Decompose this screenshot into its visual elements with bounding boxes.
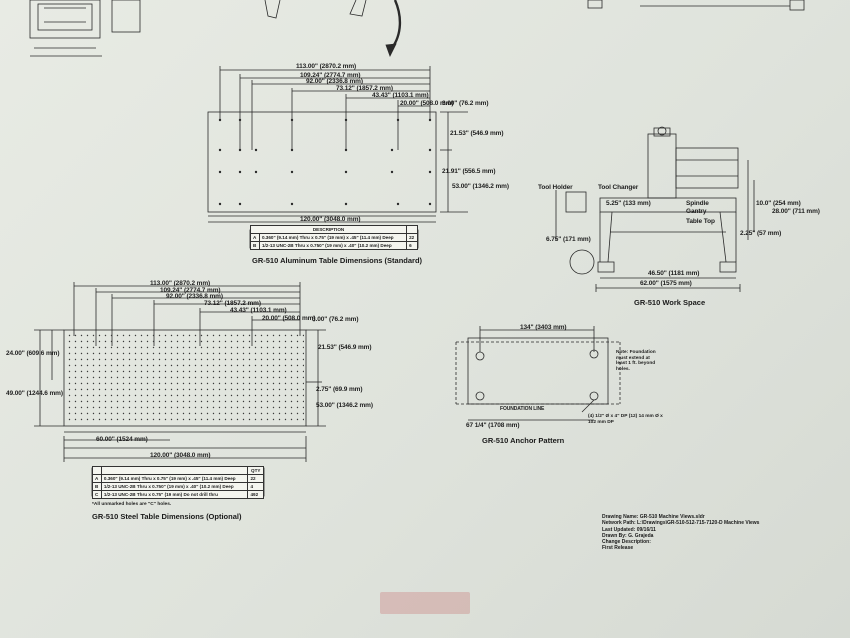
drawing-info-block: Drawing Name: GR-510 Machine Views.sldr … <box>602 514 759 552</box>
alu-row-qty: 22 <box>406 233 418 242</box>
alu-row-qty: 6 <box>406 241 418 250</box>
steel-dim-4: 73.12" (1857.2 mm) <box>204 300 261 307</box>
alu-dim-right-1: 21.53" (546.9 mm) <box>450 130 504 137</box>
steel-row-text: 1/2-13 UNC-2B Thru x 0.75" (19 mm) Do no… <box>100 490 249 499</box>
steel-dim-7: 3.00" (76.2 mm) <box>312 316 359 323</box>
anchor-hole-note: (4) 1/2" Ø x 4" DP (12) 14 mm Ø x 102 mm… <box>588 414 663 425</box>
ws-dim-6: 2.25" (57 mm) <box>740 230 782 237</box>
steel-dim-6: 20.00" (508.0 mm) <box>262 315 316 322</box>
info-change-description: Change Description: <box>602 539 651 546</box>
ws-dim-5: 10.0" (254 mm) <box>756 200 801 207</box>
workspace-machine-side-view <box>555 126 755 292</box>
steel-row-text: 0.360" (9.14 mm) Thru x 0.75" (19 mm) x … <box>100 474 249 483</box>
anchor-caption: GR-510 Anchor Pattern <box>482 436 565 445</box>
ws-table-top: Table Top <box>686 218 715 225</box>
alu-dim-overall: 113.00" (2870.2 mm) <box>296 63 357 70</box>
steel-dim-5: 43.43" (1103.1 mm) <box>230 307 287 314</box>
ws-tool-changer: Tool Changer <box>598 184 639 191</box>
steel-dim-right-2: 2.75" (69.9 mm) <box>316 386 363 393</box>
steel-dim-bottom-1: 60.00" (1524 mm) <box>96 436 148 443</box>
alu-table-header: DESCRIPTION <box>249 225 408 234</box>
anchor-note: Note: Foundation must extend at least 1 … <box>616 350 656 372</box>
steel-row-text: 1/2-13 UNC-2B Thru x 0.750" (19 mm) x .4… <box>100 482 249 491</box>
company-logo <box>380 592 470 614</box>
steel-row-qty: 22 <box>247 474 264 483</box>
alu-dim-7: 3.00" (76.2 mm) <box>442 100 489 107</box>
steel-footnote: *All unmarked holes are "C" holes. <box>92 502 172 507</box>
info-release: First Release <box>602 545 634 552</box>
alu-dim-2: 109.24" (2774.7 mm) <box>300 72 361 79</box>
ws-spindle: Spindle <box>686 200 709 207</box>
ws-dim-4: 62.00" (1575 mm) <box>640 280 692 287</box>
aluminum-table-holes <box>218 118 432 206</box>
steel-row-key: B <box>92 482 102 491</box>
info-drawn-by: Drawn By: G. Grajeda <box>602 532 654 539</box>
info-drawing-name: Drawing Name: GR-510 Machine Views.sldr <box>602 514 705 520</box>
anchor-foundation-line: FOUNDATION LINE <box>500 406 545 412</box>
alu-dim-4: 73.12" (1857.2 mm) <box>336 85 393 92</box>
alu-row-key: B <box>250 241 260 250</box>
steel-row-qty: 4 <box>247 482 264 491</box>
steel-caption: GR-510 Steel Table Dimensions (Optional) <box>92 512 242 521</box>
ws-dim-3: 46.50" (1181 mm) <box>648 270 700 277</box>
aluminum-description-table: DESCRIPTION A 0.360" (9.14 mm) Thru x 0.… <box>249 225 418 250</box>
steel-row-key: C <box>92 490 102 499</box>
ws-tool-holder: Tool Holder <box>538 184 573 191</box>
steel-table-outline <box>63 329 307 427</box>
steel-dim-right-3: 53.00" (1346.2 mm) <box>316 402 373 409</box>
steel-row-key: A <box>92 474 102 483</box>
steel-dim-overall: 113.00" (2870.2 mm) <box>150 280 211 287</box>
steel-dim-right-1: 21.53" (546.9 mm) <box>318 344 372 351</box>
alu-dim-bottom: 120.00" (3048.0 mm) <box>300 216 361 223</box>
anchor-top-dim: 134" (3403 mm) <box>520 324 567 331</box>
steel-dim-bottom-2: 120.00" (3048.0 mm) <box>150 452 211 459</box>
top-left-machine-view <box>29 0 101 39</box>
alu-dim-3: 92.00" (2336.8 mm) <box>306 78 363 85</box>
anchor-left-dim: 67 1/4" (1708 mm) <box>466 422 520 429</box>
alu-dim-5: 43.43" (1103.1 mm) <box>372 92 429 99</box>
aluminum-table-outline <box>207 111 437 213</box>
steel-dim-left-1: 24.00" (609.6 mm) <box>6 350 60 357</box>
alu-row-text: 1/2-13 UNC-2B Thru x 0.750" (19 mm) x .4… <box>258 241 408 250</box>
info-last-updated: Last Updated: 09/16/11 <box>602 526 656 533</box>
alu-dim-right-3: 53.00" (1346.2 mm) <box>452 183 509 190</box>
steel-dim-2: 109.24" (2774.7 mm) <box>160 287 221 294</box>
ws-dim-2: 6.75" (171 mm) <box>546 236 591 243</box>
alu-dim-6: 20.00" (508.0 mm) <box>400 100 454 107</box>
steel-dim-3: 92.00" (2336.8 mm) <box>166 293 223 300</box>
steel-row-qty: 492 <box>247 490 264 499</box>
ws-dim-1: 5.25" (133 mm) <box>606 200 651 207</box>
steel-table-header: QTY <box>247 466 264 475</box>
steel-description-table: QTY A 0.360" (9.14 mm) Thru x 0.75" (19 … <box>92 466 264 499</box>
ws-gantry: Gantry <box>686 208 707 215</box>
alu-row-text: 0.360" (9.14 mm) Thru x 0.75" (19 mm) x … <box>258 233 408 242</box>
ws-dim-7: 28.00" (711 mm) <box>772 208 820 215</box>
alu-dim-right-2: 21.91" (556.5 mm) <box>442 168 496 175</box>
aluminum-caption: GR-510 Aluminum Table Dimensions (Standa… <box>252 256 423 265</box>
info-network-path: Network Path: L:\Drawings\GR-510-512-715… <box>602 520 760 527</box>
workspace-caption: GR-510 Work Space <box>634 298 706 307</box>
steel-dim-left-2: 49.00" (1244.6 mm) <box>6 390 63 397</box>
alu-row-key: A <box>250 233 260 242</box>
